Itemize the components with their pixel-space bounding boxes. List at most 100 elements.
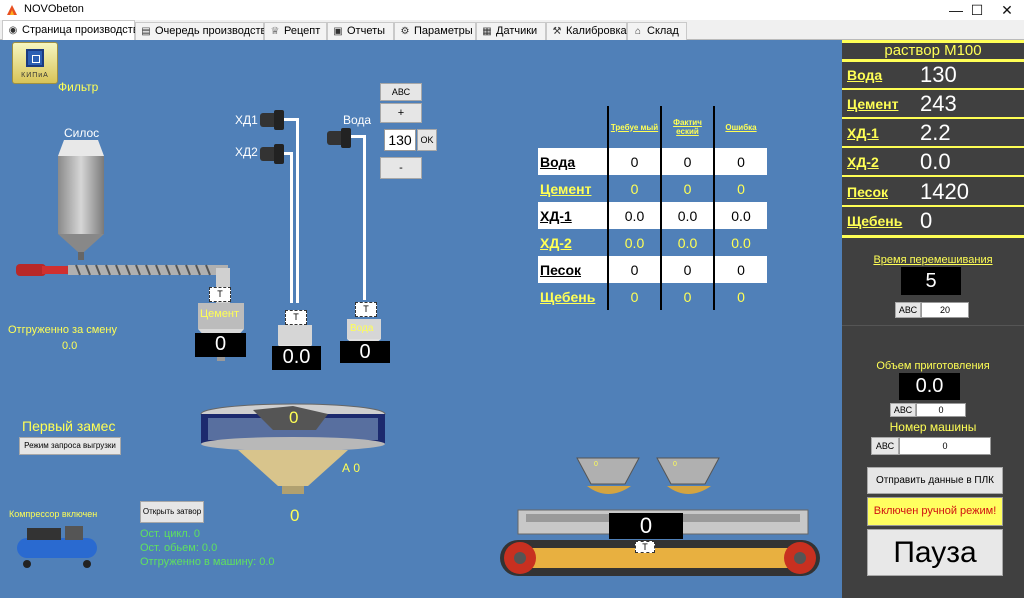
conveyor-display: 0 (609, 513, 683, 539)
send-to-plc-button[interactable]: Отправить данные в ПЛК (867, 467, 1003, 494)
mix-time-input[interactable]: 20 (921, 302, 969, 318)
pause-button[interactable]: Пауза (867, 529, 1003, 576)
water-pipe-down (363, 135, 366, 300)
hd1-pipe-down (296, 118, 299, 303)
prep-volume-label: Объем приготовления (876, 360, 990, 372)
side-item-name: Вода (847, 67, 883, 83)
prep-volume-abc-button[interactable]: АВС (890, 403, 916, 417)
mixer-value: 0 (289, 408, 299, 427)
abc-keyboard-button[interactable]: АВС (380, 83, 422, 101)
cement-scale-label: Цемент (200, 308, 240, 320)
tab-calibration[interactable]: ⚒Калибровка (546, 22, 627, 40)
row-error: 0.0 (713, 229, 767, 256)
side-item-value: 130 (920, 62, 957, 87)
cycles-left: Ост. цикл. 0 (140, 528, 201, 540)
tab-reports[interactable]: ▣Отчеты (327, 22, 394, 40)
prep-volume-input[interactable]: 0 (916, 403, 966, 417)
recipe-icon: ♕ (270, 26, 280, 37)
table-row: ХД-1 0.0 0.0 0.0 (538, 202, 767, 229)
row-actual: 0.0 (660, 229, 714, 256)
manual-mode-indicator: Включен ручной режим! (867, 497, 1003, 526)
queue-icon: ▤ (141, 26, 151, 37)
bin2-value: 0 (673, 461, 677, 468)
close-button[interactable]: ✕ (1001, 2, 1013, 18)
row-required: 0 (607, 175, 661, 202)
row-error: 0 (713, 148, 767, 175)
recipe-title: раствор М100 (884, 42, 982, 59)
side-row-water: Вода 130 (845, 62, 1021, 90)
row-name: ХД-1 (538, 202, 608, 229)
conveyor-scale-mark: T (635, 541, 655, 553)
row-required: 0.0 (607, 202, 661, 229)
mix-time-abc-button[interactable]: АВС (895, 302, 921, 318)
side-item-value: 2.2 (920, 120, 951, 145)
header-error: Ошибка (713, 106, 767, 148)
row-error: 0 (713, 256, 767, 283)
kip-button[interactable]: КИПиА (12, 42, 58, 84)
cement-scale-display: 0 (195, 333, 246, 357)
header-actual: Фактич еский (660, 106, 714, 148)
side-item-name: Песок (847, 184, 889, 200)
hd2-pipe-down (290, 152, 293, 303)
compressor-icon (17, 526, 97, 568)
aggregate-bins (576, 457, 720, 494)
open-gate-button[interactable]: Открыть затвор (140, 501, 204, 523)
row-name: Вода (538, 148, 608, 175)
tab-production-queue[interactable]: ▤Очередь производства (135, 22, 272, 40)
tab-warehouse[interactable]: ⌂ Склад (627, 22, 687, 40)
minus-button[interactable]: - (380, 157, 422, 179)
tab-label: Рецепт (284, 25, 321, 37)
hd2-valve-icon[interactable] (260, 144, 286, 164)
row-name: Цемент (538, 175, 608, 202)
table-row: Песок 0 0 0 (538, 256, 767, 283)
tab-label: Склад (647, 25, 679, 37)
truck-number-input[interactable]: 0 (899, 437, 991, 455)
hd1-pipe (284, 118, 298, 121)
compressor-label: Компрессор включен (9, 509, 98, 519)
tab-label: Датчики (496, 25, 538, 37)
tab-parameters[interactable]: ⚙Параметры (394, 22, 476, 40)
row-name: Песок (538, 256, 608, 283)
water-valve-icon[interactable] (327, 128, 353, 148)
mixer (200, 403, 386, 494)
warehouse-icon: ⌂ (634, 26, 642, 37)
row-actual: 0 (660, 148, 714, 175)
calibration-icon: ⚒ (552, 26, 562, 37)
filter-label: Фильтр (58, 80, 99, 94)
ok-button[interactable]: OK (417, 129, 437, 151)
volume-left: Ост. обьем: 0.0 (140, 542, 218, 554)
tab-sensors[interactable]: ▦Датчики (476, 22, 546, 40)
water-setpoint-input[interactable]: 130 (384, 129, 416, 151)
truck-number-label: Номер машины (889, 420, 977, 434)
title-bar: NOVObeton — ☐ ✕ (0, 0, 1024, 20)
hd1-valve-icon[interactable] (260, 110, 286, 130)
row-actual: 0 (660, 175, 714, 202)
window-title: NOVObeton (24, 3, 84, 15)
shipped-shift-value: 0.0 (62, 340, 78, 352)
truck-abc-button[interactable]: АВС (871, 437, 899, 455)
maximize-button[interactable]: ☐ (970, 2, 984, 18)
table-row: Щебень 0 0 0 (538, 283, 767, 310)
header-required: Требуе мый (607, 106, 661, 148)
row-error: 0.0 (713, 202, 767, 229)
tab-recipe[interactable]: ♕ Рецепт (264, 22, 327, 40)
minimize-button[interactable]: — (949, 2, 963, 18)
water-scale-label: Вода (350, 323, 374, 334)
row-required: 0.0 (607, 229, 661, 256)
mix-time-label: Время перемешивания (873, 254, 993, 266)
side-item-name: Цемент (847, 96, 899, 112)
reports-icon: ▣ (333, 26, 343, 37)
side-item-name: ХД-1 (847, 125, 879, 141)
plus-button[interactable]: + (380, 103, 422, 123)
side-item-name: Щебень (847, 213, 903, 229)
chip-icon (26, 49, 44, 67)
tab-production-page[interactable]: ◉Страница производства (2, 20, 145, 40)
unload-mode-button[interactable]: Режим запроса выгрузки (19, 437, 121, 455)
bin1-value: 0 (594, 461, 598, 468)
kip-label: КИПиА (21, 72, 49, 79)
